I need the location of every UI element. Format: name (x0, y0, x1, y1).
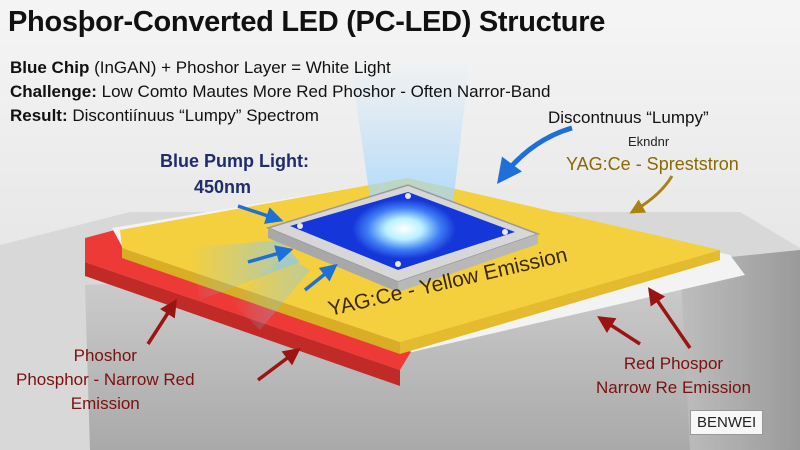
info-line-2-text: Low Comto Mautes More Red Phoshor - Ofte… (96, 82, 551, 101)
chip-bond-pad (502, 229, 508, 235)
page-title: Phosþor-Converted LED (PC-LED) Structure (8, 6, 606, 38)
red-arrow-left-2 (256, 347, 301, 382)
discontinuous-sub-label: Ekndnr (628, 134, 670, 149)
yag-label-arrow (629, 175, 674, 214)
info-line-3-text: Discontiínuus “Lumpy” Spectrom (67, 106, 319, 125)
pump-arrow-2 (247, 245, 294, 264)
discontinuous-label: Discontnuus “Lumpy” (548, 108, 709, 127)
pump-label-line-2: 450nm (194, 177, 252, 197)
right-red-line-1: Red Phospor (623, 354, 724, 373)
info-line-1-text: (InGAN) + Phoshor Layer = White Light (89, 58, 391, 77)
left-red-line-2: Phosphor - Narrow Red (16, 370, 195, 389)
chip-bond-pad (395, 261, 401, 267)
yag-phosphor-right-edge (400, 250, 720, 354)
yag-right-label: YAG:Ce - Spreststron (566, 154, 739, 174)
red-arrow-right-1 (648, 287, 692, 349)
light-beam (350, 60, 470, 212)
chip-frame-edge-left (268, 228, 398, 292)
chip-bond-pad (405, 193, 411, 199)
left-red-line-3: Emission (70, 394, 140, 413)
chip-bond-pad (297, 223, 303, 229)
base-right-side (680, 250, 800, 450)
chip-frame-edge-right (398, 234, 538, 292)
pump-label: Blue Pump Light: 450nm (160, 148, 309, 200)
red-arrow-left-1 (146, 299, 177, 345)
info-line-2-label: Challenge: (10, 82, 97, 101)
left-red-label: Phoshor Phosphor - Narrow Red Emission (16, 344, 195, 416)
red-phosphor-edge (85, 262, 400, 386)
info-line-1: Blue Chip (InGAN) + Phoshor Layer = Whit… (10, 58, 391, 78)
info-line-3: Result: Discontiínuus “Lumpy” Spectrom (10, 106, 319, 126)
right-red-line-2: Narrow Re Emission (596, 378, 751, 397)
pump-arrow-1 (237, 204, 284, 224)
info-line-2: Challenge: Low Comto Mautes More Red Pho… (10, 82, 550, 102)
watermark-badge: BENWEI (690, 410, 764, 435)
info-line-1-label: Blue Chip (10, 58, 90, 77)
pump-label-line-1: Blue Pump Light: (160, 151, 309, 171)
chip-emission-glow (352, 199, 456, 259)
pump-arrow-3 (303, 263, 338, 292)
red-arrow-right-2 (597, 316, 641, 346)
right-red-label: Red Phospor Narrow Re Emission (596, 352, 751, 400)
left-red-line-1: Phoshor (73, 346, 137, 365)
info-line-3-label: Result: (10, 106, 68, 125)
side-glow-low (230, 255, 310, 330)
spectrum-arrow (496, 125, 573, 184)
